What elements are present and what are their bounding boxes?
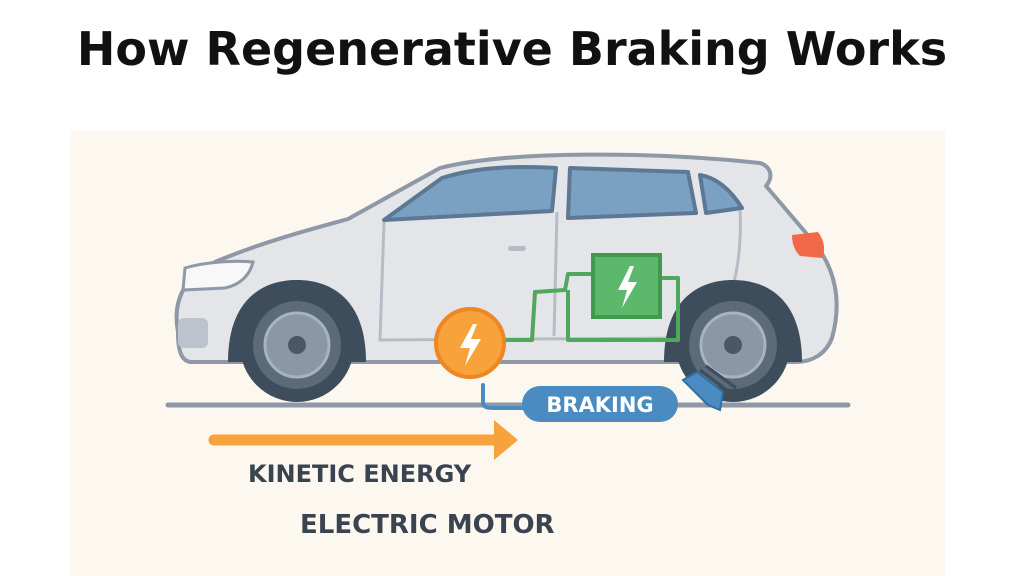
arrow-right-icon [208, 420, 518, 460]
braking-badge: BRAKING [522, 386, 678, 422]
car-illustration [174, 152, 839, 402]
lightning-bolt-icon [460, 324, 481, 366]
wire [566, 276, 680, 342]
brake-line [481, 383, 527, 410]
braking-label: BRAKING [546, 393, 653, 417]
rear-wheel [676, 288, 790, 402]
electric-motor-label: ELECTRIC MOTOR [300, 510, 555, 540]
brake-caliper-icon [681, 364, 737, 412]
tail-light [792, 232, 825, 258]
kinetic-energy-label: KINETIC ENERGY [248, 460, 472, 488]
electric-motor-icon [434, 307, 506, 379]
front-window [382, 165, 558, 222]
page-title: How Regenerative Braking Works [76, 22, 948, 76]
lightning-bolt-icon [618, 266, 637, 308]
rear-window [566, 166, 698, 220]
headlight [181, 259, 255, 292]
battery-icon [591, 253, 662, 319]
door-handle [508, 246, 526, 251]
wire [505, 272, 596, 342]
quarter-window [698, 173, 744, 215]
front-wheel [240, 288, 354, 402]
